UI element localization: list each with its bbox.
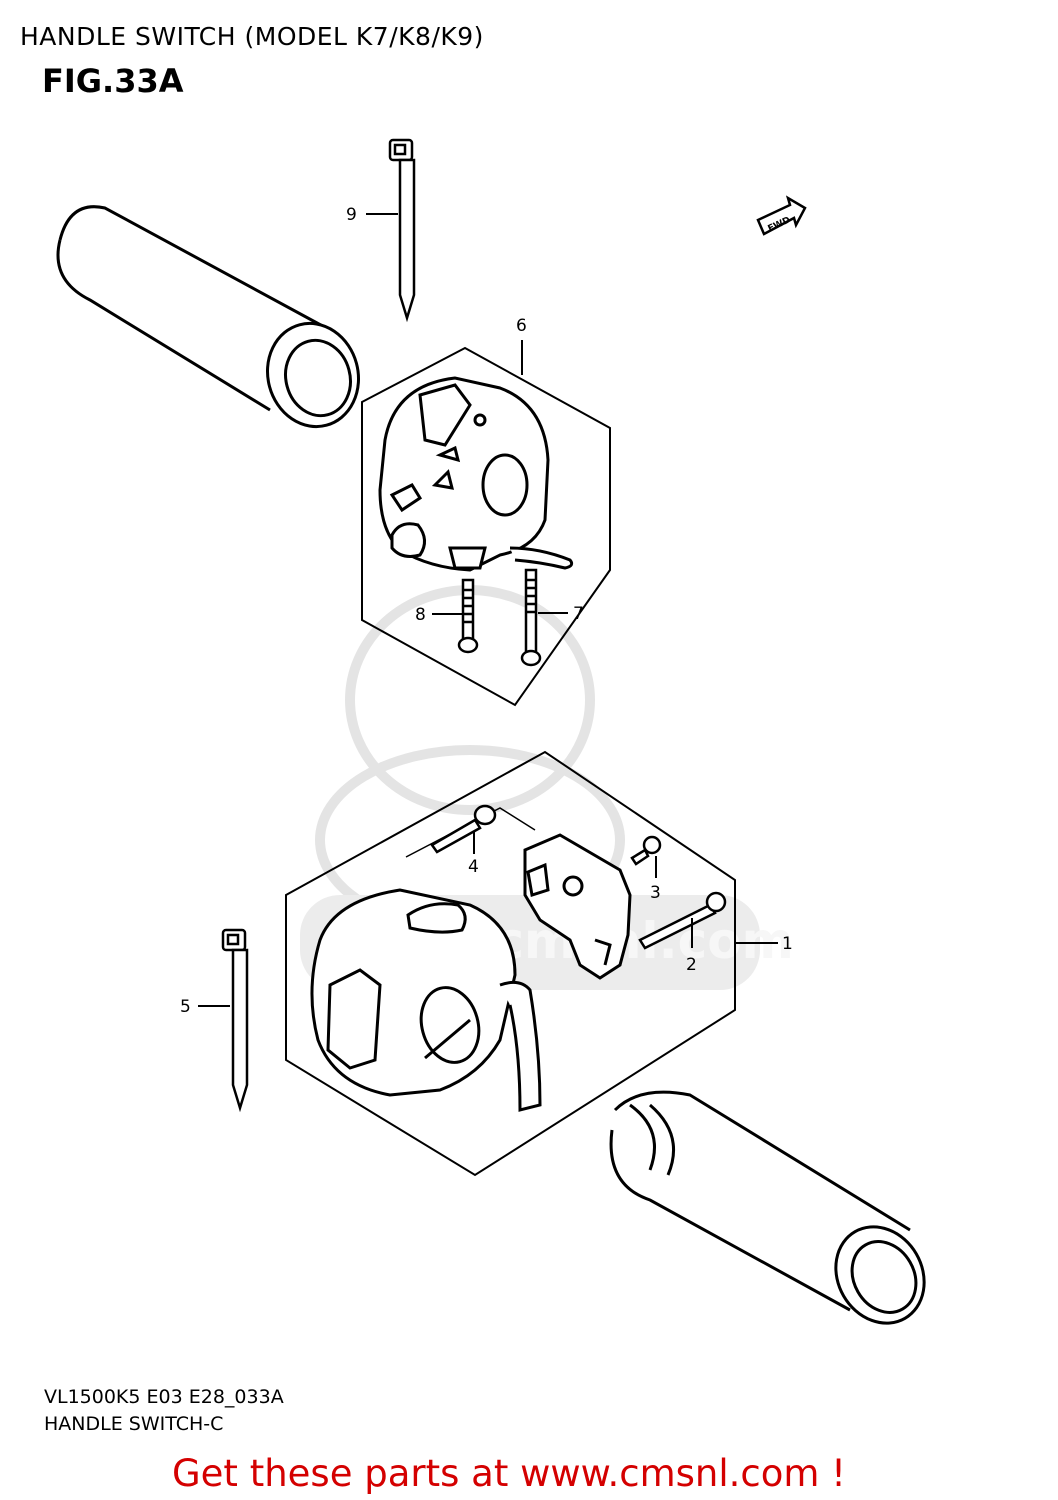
screw-3	[630, 835, 662, 866]
cable-tie-9	[388, 138, 416, 323]
callout-6: 6	[516, 316, 527, 336]
throttle-grip	[609, 1090, 926, 1325]
callout-4: 4	[468, 857, 479, 877]
fwd-arrow-icon: FWD	[756, 195, 807, 236]
screw-4	[430, 804, 497, 854]
assembly-frame-1	[285, 750, 736, 1177]
diagram-subtitle: HANDLE SWITCH-C	[44, 1413, 224, 1435]
screw-7	[520, 568, 542, 667]
callout-3: 3	[650, 883, 661, 903]
clamp-bracket	[523, 833, 632, 980]
callout-5: 5	[180, 997, 191, 1017]
left-switch-housing	[378, 376, 574, 572]
callout-9: 9	[346, 205, 357, 225]
cable-tie-5	[221, 928, 249, 1113]
diagram-code: VL1500K5 E03 E28_033A	[44, 1386, 284, 1408]
figure-number: FIG.33A	[42, 62, 184, 100]
callout-2: 2	[686, 955, 697, 975]
callout-7: 7	[573, 604, 584, 624]
promo-link[interactable]: Get these parts at www.cmsnl.com !	[172, 1452, 847, 1495]
screw-2	[638, 891, 727, 950]
left-grip	[56, 205, 361, 429]
assembly-frame-6	[361, 346, 611, 707]
screw-8	[457, 578, 479, 654]
right-switch-housing	[310, 888, 542, 1112]
callout-8: 8	[415, 605, 426, 625]
page-title: HANDLE SWITCH (MODEL K7/K8/K9)	[20, 22, 484, 51]
callout-1: 1	[782, 934, 793, 954]
